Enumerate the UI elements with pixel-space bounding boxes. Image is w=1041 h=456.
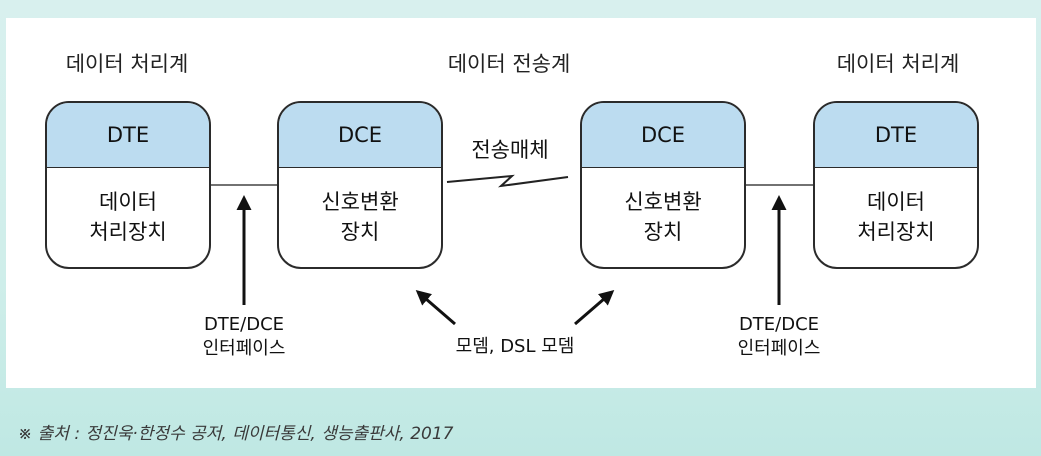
source-footnote: ※ 출처 : 정진욱·한정수 공저, 데이터통신, 생능출판사, 2017 (18, 424, 454, 444)
box-header: DTE (815, 103, 977, 168)
box-line: 데이터 (867, 190, 925, 214)
dce-box-left: DCE 신호변환 장치 (277, 101, 443, 269)
box-header: DTE (47, 103, 209, 168)
transmission-medium-zigzag (446, 174, 569, 188)
box-line: 신호변환 (321, 190, 399, 214)
box-header: DCE (279, 103, 441, 168)
arrow-modem-right (574, 290, 615, 326)
interface-line: 인터페이스 (737, 338, 821, 359)
interface-line: DTE/DCE (203, 314, 285, 335)
dte-box-right: DTE 데이터 처리장치 (813, 101, 979, 269)
dce-box-right: DCE 신호변환 장치 (580, 101, 746, 269)
heading-left-processing: 데이터 처리계 (65, 52, 189, 76)
box-line: 데이터 (99, 190, 157, 214)
box-body: 신호변환 장치 (279, 168, 441, 266)
box-body: 신호변환 장치 (582, 168, 744, 266)
dte-box-left: DTE 데이터 처리장치 (45, 101, 211, 269)
box-header: DCE (582, 103, 744, 168)
box-line: 장치 (643, 220, 683, 244)
box-line: 장치 (340, 220, 380, 244)
interface-line: 인터페이스 (202, 338, 286, 359)
interface-label-right: DTE/DCE 인터페이스 (738, 313, 821, 361)
transmission-medium-label: 전송매체 (471, 138, 549, 162)
box-line: 처리장치 (89, 220, 167, 244)
box-body: 데이터 처리장치 (815, 168, 977, 266)
interface-label-left: DTE/DCE 인터페이스 (203, 313, 286, 361)
arrow-modem-left (415, 290, 456, 326)
heading-right-processing: 데이터 처리계 (836, 52, 960, 76)
interface-line: DTE/DCE (738, 314, 820, 335)
box-line: 처리장치 (857, 220, 935, 244)
box-line: 신호변환 (624, 190, 702, 214)
heading-center-transmission: 데이터 전송계 (447, 52, 571, 76)
box-body: 데이터 처리장치 (47, 168, 209, 266)
modem-label: 모뎀, DSL 모뎀 (455, 336, 575, 357)
